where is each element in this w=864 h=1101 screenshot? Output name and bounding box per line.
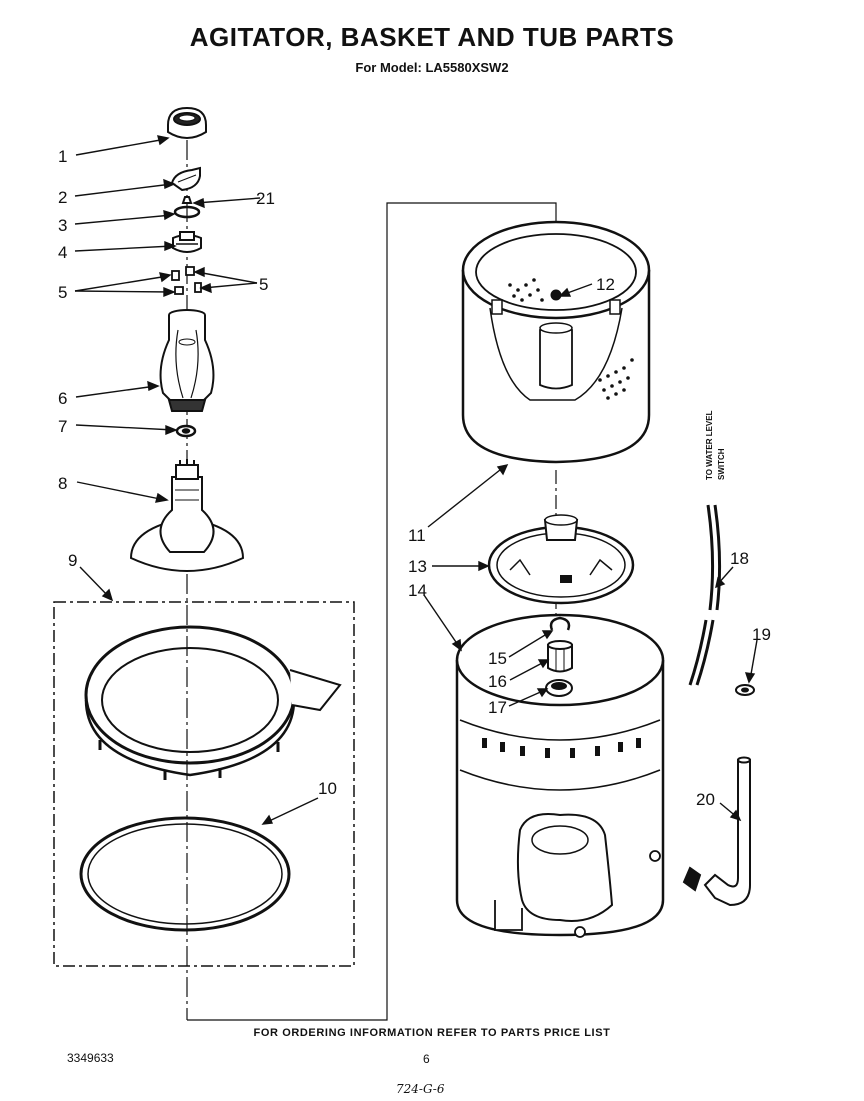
drain-hose-part [682,756,751,907]
dog-part [172,231,202,253]
agitator-cap-part [167,106,207,139]
drive-hub-part [487,514,635,605]
side-label-line1: TO WATER LEVEL [705,410,714,480]
callout-6: 6 [58,389,67,408]
tub-seal-part [545,679,573,697]
snap-ring-part [549,616,571,631]
water-level-switch-label: TO WATER LEVEL SWITCH [705,410,726,480]
callout-21: 21 [256,189,275,208]
callout-5-right: 5 [259,275,268,294]
callout-19: 19 [752,625,771,644]
outer-tub-part [455,613,665,938]
gasket-part [79,816,291,932]
spline-insert-part [181,196,193,204]
model-subtitle: For Model: LA5580XSW2 [355,60,509,75]
callout-17: 17 [488,698,507,717]
agitator-part [159,309,215,412]
callout-5-left: 5 [58,283,67,302]
callout-13: 13 [408,557,427,576]
callout-11: 11 [408,526,426,545]
seal-part [175,424,197,438]
leader-lines [74,135,758,825]
callout-12: 12 [596,275,615,294]
callout-15: 15 [488,649,507,668]
water-level-hose-part [688,504,722,686]
ordering-info-note: FOR ORDERING INFORMATION REFER TO PARTS … [253,1027,611,1039]
callout-16: 16 [488,672,507,691]
lower-agitator-part [129,459,245,572]
page-number: 6 [423,1052,430,1066]
callout-10: 10 [318,779,337,798]
page-title: AGITATOR, BASKET AND TUB PARTS [189,22,675,52]
kit-outline-box [53,601,355,967]
ring-part [173,205,201,219]
callout-9: 9 [68,551,77,570]
basket-part [461,220,651,464]
dog-clip-parts [171,266,202,295]
callout-7: 7 [58,417,67,436]
callout-4: 4 [58,243,67,262]
callout-18: 18 [730,549,749,568]
callout-14: 14 [408,581,427,600]
handwritten-code: 724-G-6 [396,1082,445,1096]
callout-8: 8 [58,474,67,493]
side-label-line2: SWITCH [717,448,726,480]
callout-20: 20 [696,790,715,809]
spanner-nut-part [547,640,573,673]
document-number: 3349633 [67,1051,114,1065]
cam-part [170,166,201,192]
callout-3: 3 [58,216,67,235]
hose-clamp-part [735,684,755,696]
callout-2: 2 [58,188,67,207]
callout-1: 1 [58,147,67,166]
tub-ring-part [84,625,342,780]
